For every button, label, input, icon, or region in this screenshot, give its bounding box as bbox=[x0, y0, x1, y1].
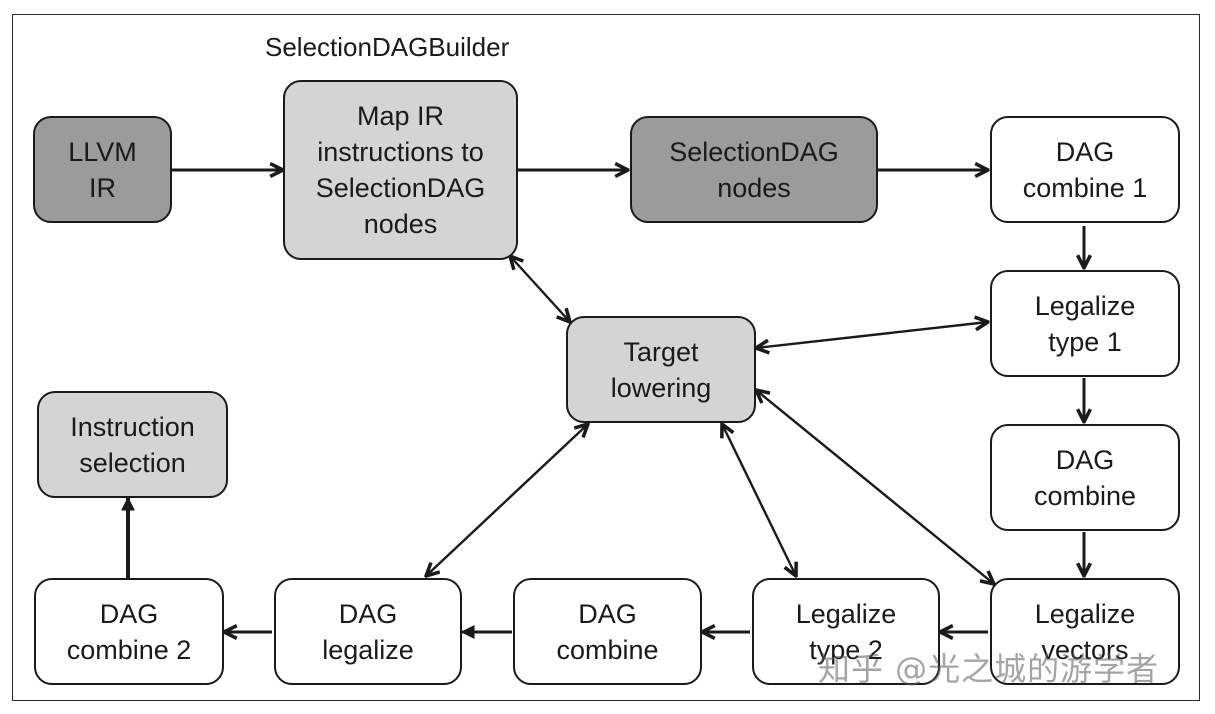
edge-target-daglegalize-bidir bbox=[426, 424, 588, 576]
edge-target-legvec-bidir bbox=[756, 390, 994, 584]
edge-map-target-bidir bbox=[510, 256, 570, 322]
node-dag-combine-1: DAG combine 1 bbox=[990, 116, 1180, 223]
node-dag-combine-mid: DAG combine bbox=[990, 424, 1180, 531]
node-selectiondag-nodes: SelectionDAG nodes bbox=[630, 116, 878, 223]
node-dag-combine-bottom: DAG combine bbox=[513, 578, 702, 685]
selectiondagbuilder-caption: SelectionDAGBuilder bbox=[265, 32, 510, 62]
watermark-text: 知乎 @光之城的游学者 bbox=[818, 650, 1160, 688]
node-dag-combine-2: DAG combine 2 bbox=[34, 578, 224, 685]
node-legalize-type-2: Legalize type 2 bbox=[752, 578, 940, 685]
node-dag-legalize: DAG legalize bbox=[274, 578, 462, 685]
node-legalize-vectors: Legalize vectors bbox=[990, 578, 1180, 685]
node-llvm-ir: LLVM IR bbox=[33, 116, 172, 223]
edge-legtype1-target-bidir bbox=[756, 322, 988, 348]
node-map-ir-instructions: Map IR instructions to SelectionDAG node… bbox=[283, 80, 518, 260]
edge-target-legtype2-bidir bbox=[722, 424, 796, 576]
node-instruction-selection: Instruction selection bbox=[37, 391, 228, 498]
node-target-lowering: Target lowering bbox=[566, 316, 756, 423]
node-legalize-type-1: Legalize type 1 bbox=[990, 270, 1180, 377]
